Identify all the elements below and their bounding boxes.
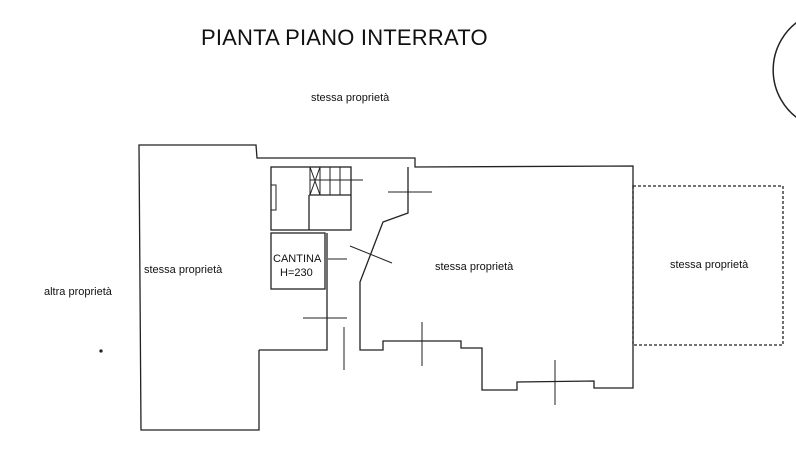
label-center: stessa proprietà [435,261,514,273]
label-left-block: stessa proprietà [144,264,223,276]
label-right: stessa proprietà [670,259,749,271]
label-cantina: CANTINA [273,253,322,265]
left-block-outline [138,144,634,431]
stamp-seal [772,22,796,118]
stairs-icon [270,166,363,211]
speck [99,349,103,353]
cantina-room [270,232,326,290]
page-title: PIANTA PIANO INTERRATO [201,25,488,50]
label-cantina-height: H=230 [280,267,313,279]
stair-room [270,166,352,231]
right-annex-dashed [632,185,784,346]
label-top: stessa proprietà [311,92,390,104]
section-marks [303,191,556,405]
label-left-outside: altra proprietà [44,286,112,298]
corridor-left-wall [259,233,328,351]
